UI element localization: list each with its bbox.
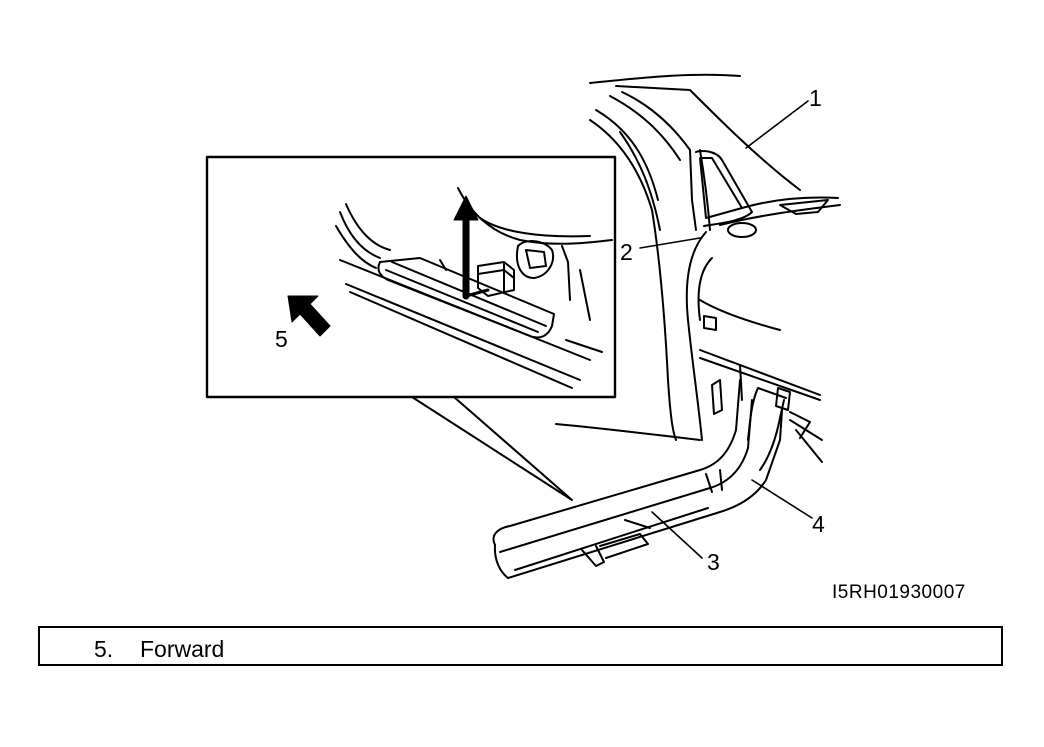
vehicle-body-lines	[555, 73, 841, 463]
callout-4: 4	[812, 511, 825, 537]
inset-detail	[205, 155, 617, 501]
figure-code: I5RH01930007	[832, 582, 966, 603]
side-sill-trim	[492, 379, 787, 579]
callout-2: 2	[620, 239, 633, 265]
legend-box: 5. Forward	[38, 626, 1003, 666]
removal-arrow	[453, 195, 490, 300]
forward-arrow-icon	[287, 295, 331, 337]
callout-1: 1	[809, 85, 822, 111]
callout-5: 5	[275, 326, 288, 352]
legend-text: Forward	[140, 636, 225, 662]
legend-number: 5.	[94, 636, 114, 662]
callout-3: 3	[707, 549, 720, 575]
leader-lines	[639, 100, 813, 559]
